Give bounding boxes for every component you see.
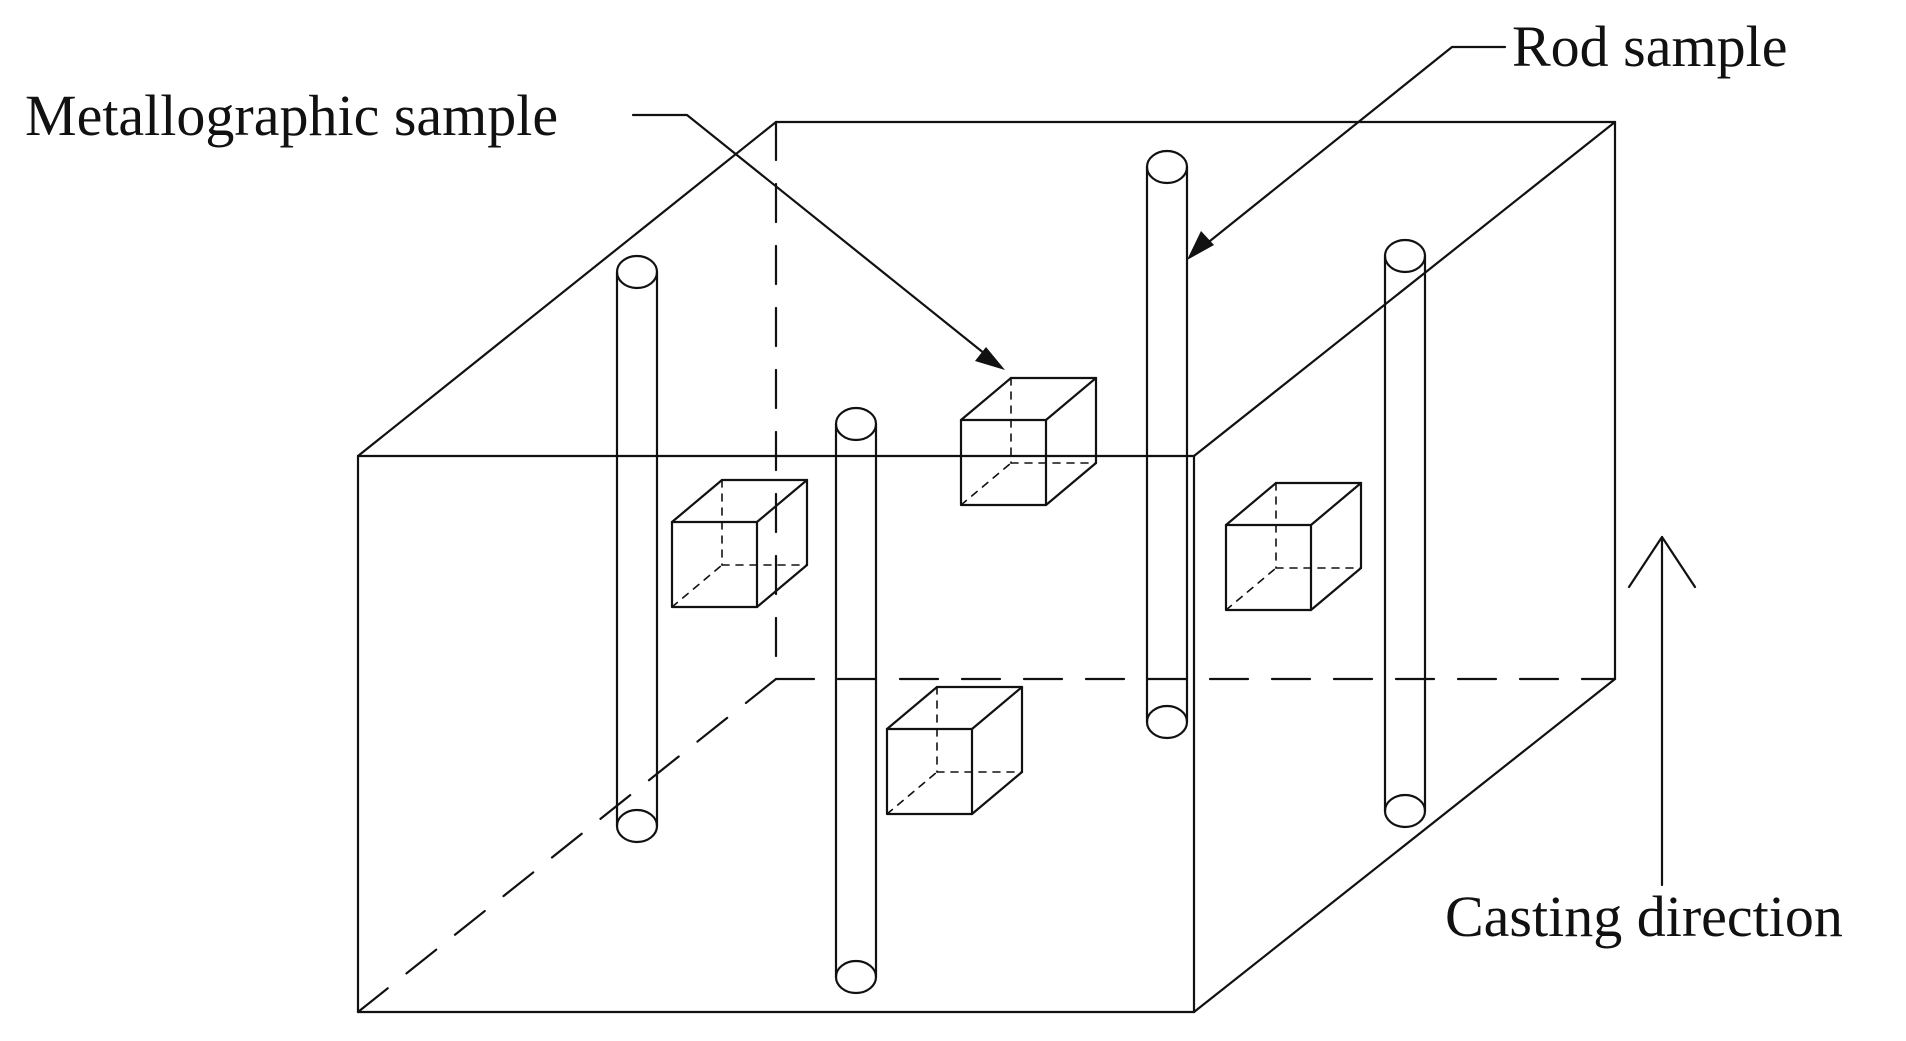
rod-top-cap [834, 406, 878, 442]
rod-samples [615, 149, 1427, 995]
rod-sample-center [1145, 149, 1189, 740]
rod-bottom-cap [1145, 704, 1189, 740]
metallographic-arrowhead [975, 347, 1005, 370]
cube-sample-bottom [885, 685, 1024, 816]
metallographic-samples [670, 376, 1363, 816]
rod-top-cap [1383, 238, 1427, 274]
block-top-right-edge [1192, 120, 1617, 458]
rod-sample-front [834, 406, 878, 995]
rod-bottom-cap [1383, 793, 1427, 829]
metallographic-sample-label: Metallographic sample [25, 83, 558, 148]
hidden-bottom-left-edge [356, 677, 778, 1014]
rod-sample-left [615, 254, 659, 844]
rod-top-cap [1145, 149, 1189, 185]
cube-sample-left [670, 478, 809, 609]
rod-arrowhead [1187, 231, 1214, 260]
rod-sample-label: Rod sample [1512, 14, 1787, 79]
cube-sample-top [959, 376, 1098, 507]
rod-leader-line [1188, 45, 1507, 259]
cube-sample-right [1224, 481, 1363, 612]
metallographic-leader-line [631, 113, 1002, 368]
rod-bottom-cap [834, 959, 878, 995]
block-top-left-edge [356, 120, 778, 458]
block-bottom-right-edge [1192, 677, 1617, 1014]
cast-block [356, 120, 1617, 1014]
casting-direction-label: Casting direction [1445, 884, 1843, 949]
annotations [631, 45, 1697, 887]
block-front-face [356, 454, 1196, 1014]
rod-top-cap [615, 254, 659, 290]
rod-sample-right [1383, 238, 1427, 829]
rod-bottom-cap [615, 808, 659, 844]
casting-direction-arrowhead [1627, 535, 1697, 589]
